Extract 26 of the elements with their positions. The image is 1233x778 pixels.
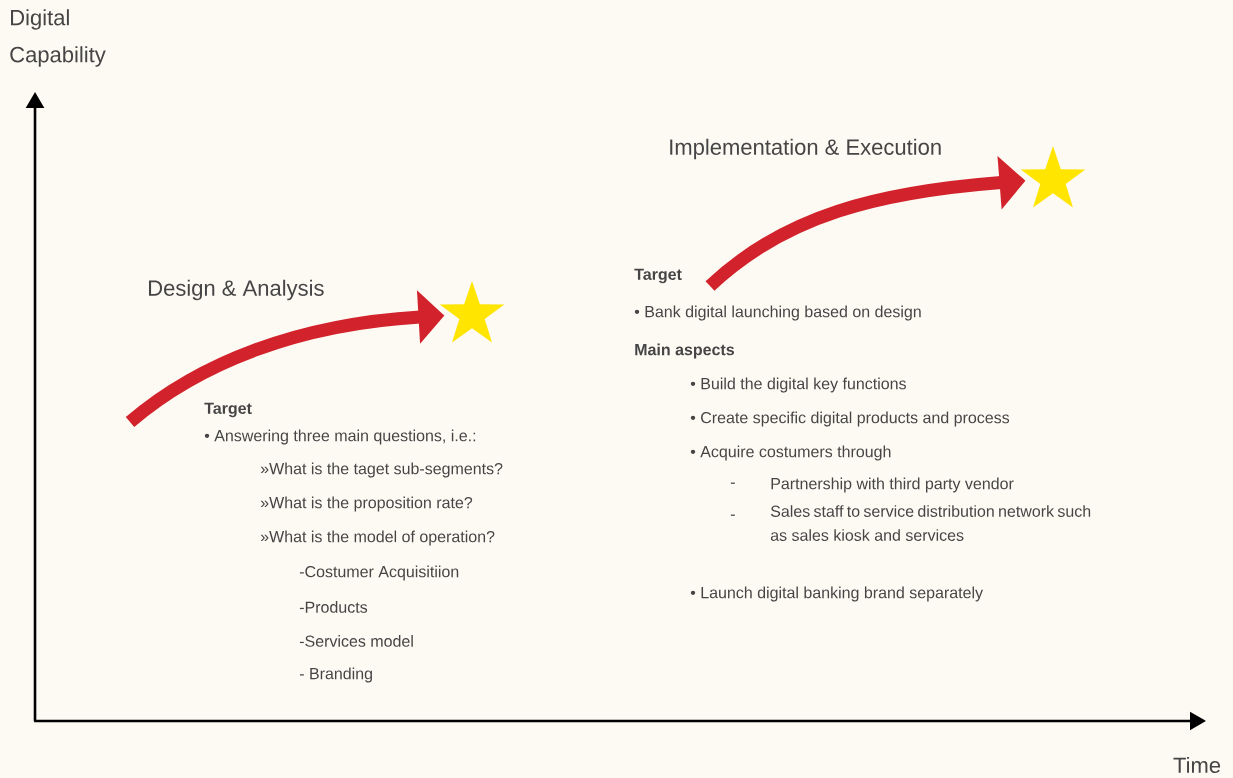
phase-heading: Implementation & Execution (670, 138, 941, 160)
list-item: Partnership with third party vendor (771, 477, 1014, 493)
star (1020, 146, 1086, 208)
section-heading: Target (204, 402, 252, 418)
list-item: • Launch digital banking brand separately (690, 586, 983, 602)
list-item: • Acquire costumers through (690, 445, 891, 461)
list-item: • Bank digital launching based on design (634, 305, 921, 321)
list-item: Sales staff to service distribution network such as sales kiosk and services (770, 505, 1091, 541)
axis-label: Time (1173, 756, 1221, 774)
list-item: - Branding (299, 667, 372, 683)
section-heading: Main aspects (635, 343, 734, 359)
list-item: - (730, 482, 735, 484)
list-item: »What is the taget sub-segments? (260, 462, 503, 478)
axis-label: Digital Capability (10, 9, 106, 67)
list-item: • Answering three main questions, i.e.: (204, 429, 476, 445)
list-item: -Costumer Acquisitiion (299, 565, 459, 581)
list-item: • Create specific digital products and process (690, 411, 1010, 427)
list-item: • Build the digital key functions (690, 377, 906, 393)
star (439, 281, 505, 343)
list-item: -Products (299, 601, 368, 613)
list-item: -Services model (299, 635, 413, 647)
list-item: - (730, 514, 735, 516)
list-item: »What is the proposition rate? (260, 496, 473, 512)
phase-heading: Design & Analysis (149, 279, 324, 301)
list-item: »What is the model of operation? (260, 530, 495, 546)
section-heading: Target (634, 268, 682, 284)
